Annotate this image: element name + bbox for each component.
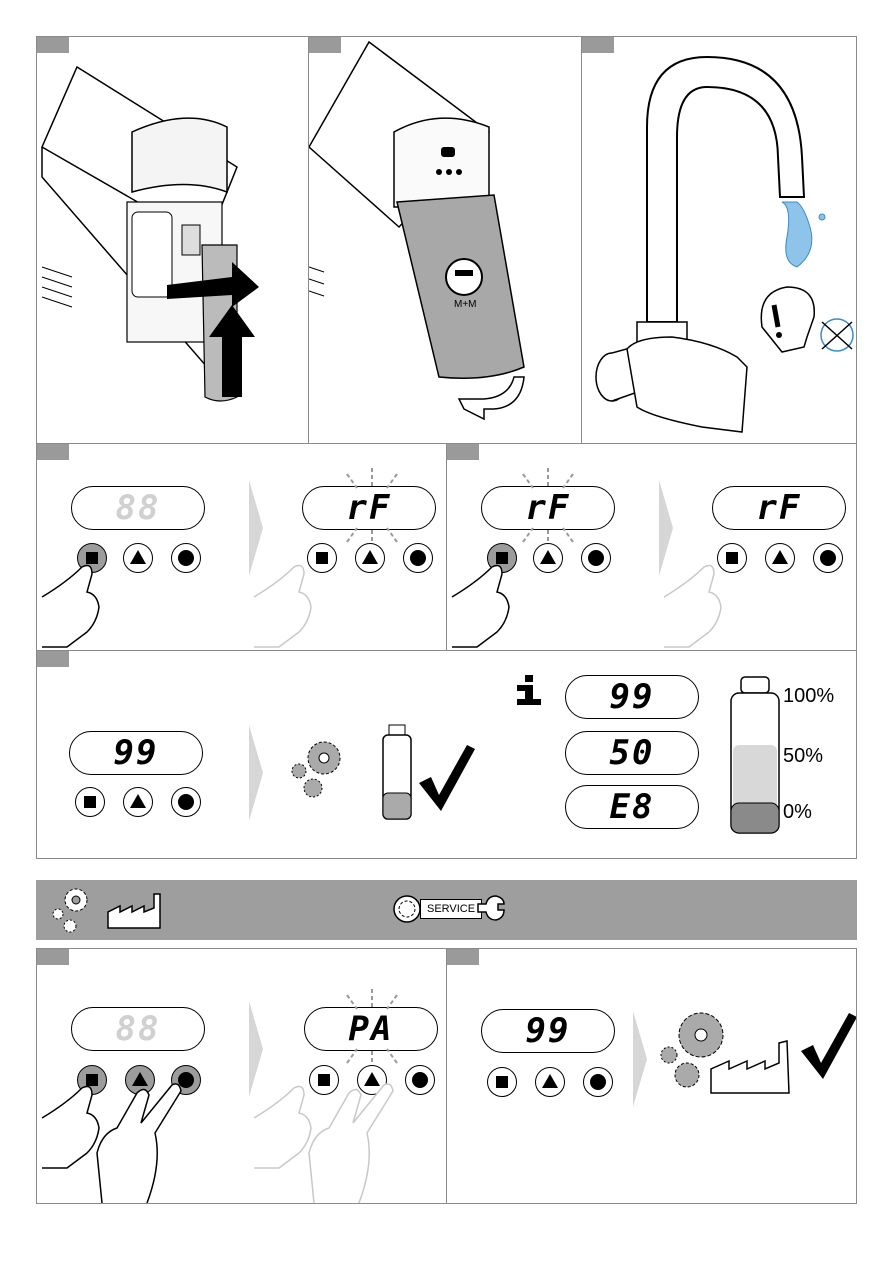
- step-panel-2: M+M: [308, 36, 582, 444]
- step-panel-5: rF rF: [446, 443, 857, 651]
- faucet-rinse-illustration: [582, 37, 857, 444]
- step-tab: [447, 949, 479, 965]
- triangle-button[interactable]: [765, 543, 795, 573]
- display-level-half: 50: [565, 731, 699, 775]
- gears-icon: [289, 733, 349, 803]
- blinking-rays-icon: [327, 989, 417, 1069]
- circle-button[interactable]: [583, 1067, 613, 1097]
- level-0-label: 0%: [783, 801, 812, 824]
- pressing-hand-icon: [447, 562, 527, 651]
- display-value: 99: [610, 677, 655, 717]
- display-level-full: 99: [565, 675, 699, 719]
- device-cover-closing-illustration: M+M: [309, 37, 582, 444]
- step-tab: [37, 651, 69, 667]
- checkmark-icon: [799, 1011, 857, 1081]
- display-value: 88: [116, 488, 161, 528]
- display-value: 99: [526, 1011, 571, 1051]
- released-hands-icon: [249, 1083, 419, 1203]
- circle-button[interactable]: [403, 543, 433, 573]
- next-arrow: [249, 725, 263, 821]
- display-before: 88: [71, 1007, 205, 1051]
- triangle-button[interactable]: [535, 1067, 565, 1097]
- triangle-button[interactable]: [355, 543, 385, 573]
- display-before: 88: [71, 486, 205, 530]
- circle-button[interactable]: [171, 787, 201, 817]
- pressing-hand-icon: [37, 562, 117, 651]
- blinking-rays-icon: [327, 468, 417, 548]
- gear-left-icon: [392, 894, 422, 924]
- display-level-empty: E8: [565, 785, 699, 829]
- blinking-rays-icon: [503, 468, 593, 548]
- cover-label: M+M: [454, 299, 477, 310]
- step-panel-3: [581, 36, 857, 444]
- level-100-label: 100%: [783, 685, 834, 708]
- display-status: 99: [69, 731, 203, 775]
- factory-icon: [106, 890, 166, 930]
- step-panel-7: 88 PA: [36, 948, 447, 1204]
- next-arrow: [633, 1011, 647, 1107]
- display-value: 88: [116, 1009, 161, 1049]
- circle-button[interactable]: [581, 543, 611, 573]
- gears-icon: [52, 886, 92, 936]
- display-value: E8: [610, 787, 655, 827]
- square-button[interactable]: [487, 1067, 517, 1097]
- info-icon: [513, 675, 543, 705]
- step-tab: [37, 444, 69, 460]
- circle-button[interactable]: [171, 543, 201, 573]
- level-50-label: 50%: [783, 745, 823, 768]
- released-hand-icon: [249, 562, 329, 651]
- display-status: 99: [481, 1009, 615, 1053]
- display-value: 50: [610, 733, 655, 773]
- released-hand-icon: [659, 562, 739, 651]
- circle-button[interactable]: [813, 543, 843, 573]
- square-button[interactable]: [75, 787, 105, 817]
- triangle-button[interactable]: [123, 543, 153, 573]
- display-after: rF: [712, 486, 846, 530]
- step-panel-1: [36, 36, 309, 444]
- step-panel-8: 99: [446, 948, 857, 1204]
- step-panel-4: 88 rF: [36, 443, 447, 651]
- checkmark-icon: [417, 743, 477, 813]
- step-panel-6: 99 99 50 E8 100% 50% 0%: [36, 650, 857, 859]
- filter-cartridge-icon: [377, 723, 417, 823]
- service-label: SERVICE: [420, 899, 482, 919]
- triangle-button[interactable]: [123, 787, 153, 817]
- pressing-hands-icon: [37, 1083, 207, 1203]
- step-tab: [37, 949, 69, 965]
- display-value: 99: [114, 733, 159, 773]
- device-filter-insertion-illustration: [37, 37, 309, 444]
- wrench-icon: [476, 894, 506, 924]
- factory-icon: [709, 1039, 799, 1095]
- triangle-button[interactable]: [533, 543, 563, 573]
- filter-level-cartridge-icon: [725, 675, 785, 835]
- step-tab: [447, 444, 479, 460]
- display-value: rF: [757, 488, 802, 528]
